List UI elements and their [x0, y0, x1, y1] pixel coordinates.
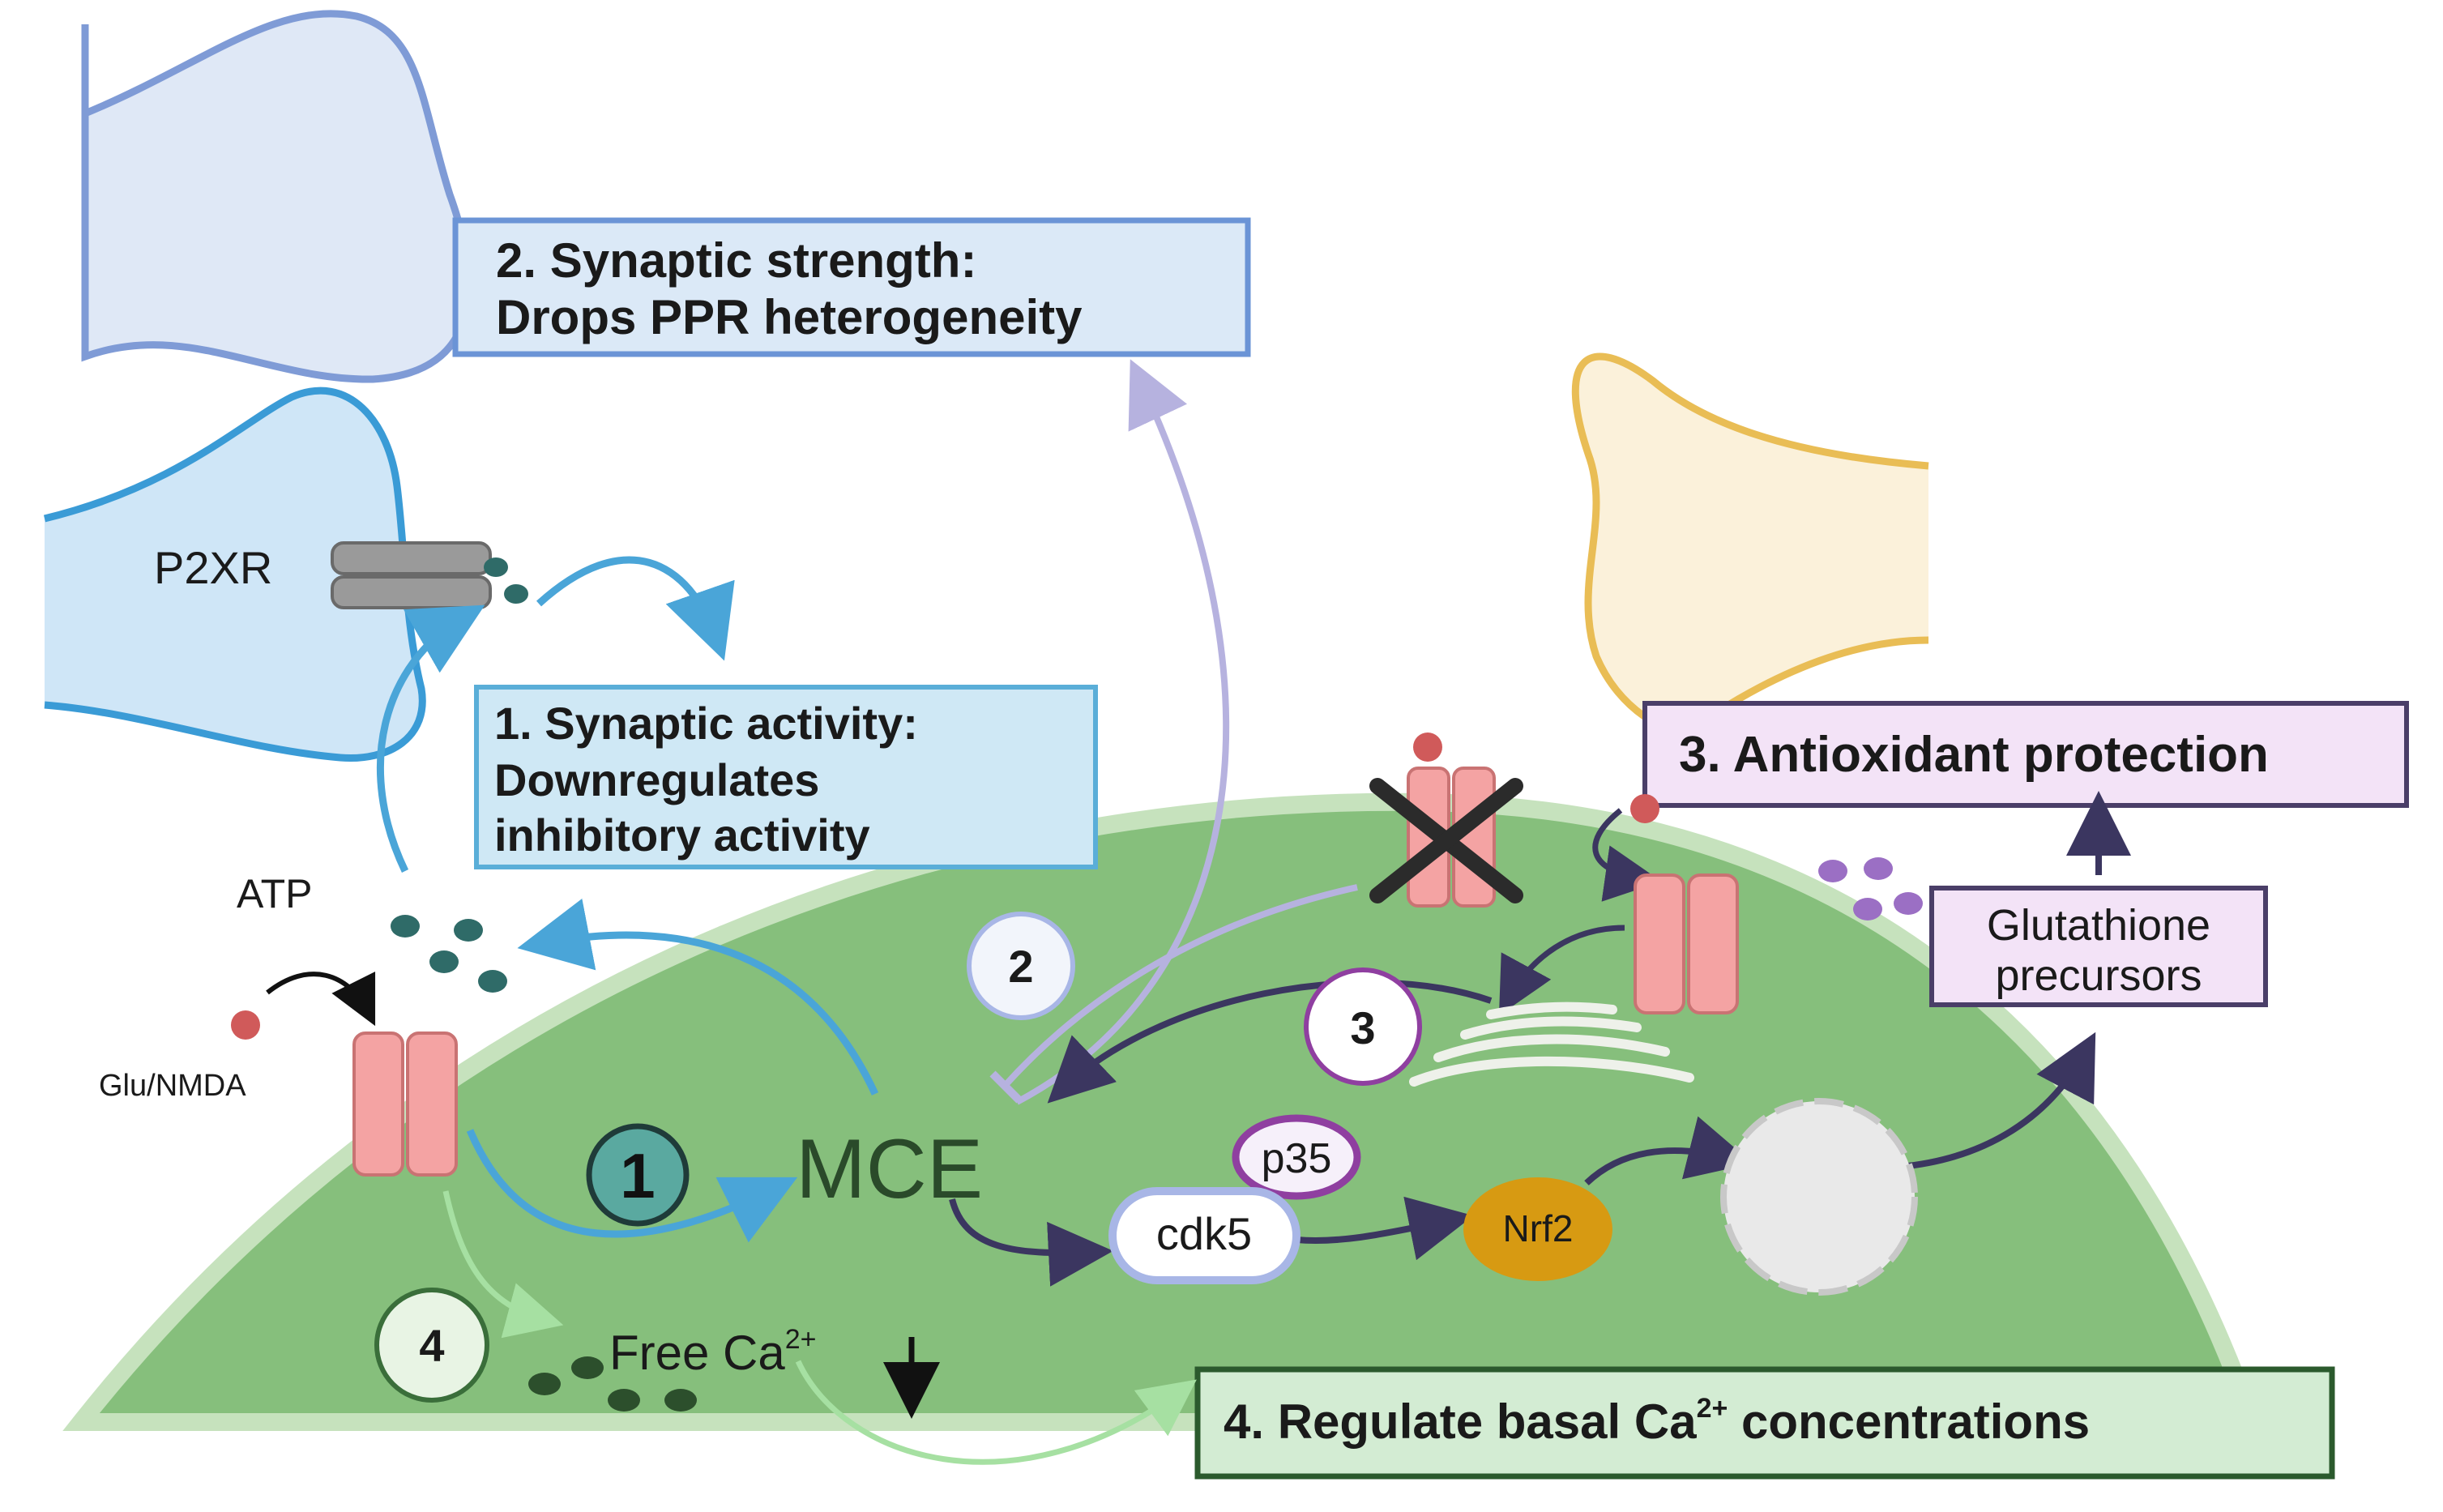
presynaptic-neuron-lavender [81, 10, 472, 383]
calcium-ions [528, 1356, 697, 1412]
cross-icon [1369, 778, 1523, 903]
step-marker-1 [586, 1123, 690, 1227]
step-marker-3 [1304, 967, 1422, 1086]
box1-line2: Downregulates [494, 754, 819, 805]
step-marker-2-label: 2 [1008, 941, 1033, 992]
label-p2xr: P2XR [154, 542, 272, 593]
box-regulate-basal-ca [1194, 1366, 2335, 1480]
arrow-receptor-to-mce [466, 1129, 798, 1243]
label-nrf2: Nrf2 [1503, 1207, 1574, 1249]
box1-line3: inhibitory activity [494, 809, 870, 861]
box3-text: 3. Antioxidant protection [1679, 727, 2269, 783]
label-cdk5: cdk5 [1156, 1208, 1252, 1259]
glutathione-molecules [1818, 857, 1923, 920]
nmda-receptor-icon [352, 1031, 458, 1177]
arrow-nrf2-to-nucleus [1584, 1116, 1753, 1185]
arrow-er-to-mce [1047, 979, 1493, 1104]
arrow-glu-to-receptor [266, 972, 376, 1027]
box2-line1: 2. Synaptic strength: [496, 233, 976, 288]
box4-text: 4. Regulate basal Ca2+ concentrations [1224, 1393, 2090, 1449]
label-glu-nmda: Glu/NMDA [99, 1069, 246, 1103]
box-glutathione-precursors [1929, 886, 2268, 1007]
label-glutathione-line2: precursors [1995, 951, 2202, 1000]
arrow-atp-to-p2xr [376, 604, 485, 873]
box-synaptic-strength [452, 217, 1251, 357]
arrow-receptor-to-free-ca [442, 1190, 564, 1339]
step-marker-2 [967, 912, 1075, 1020]
label-atp: ATP [237, 871, 313, 916]
nucleus-icon [1720, 1098, 1918, 1296]
glutamate-molecules [231, 733, 1659, 1040]
inhibit-crossed-receptor-to-mce [1002, 884, 1358, 1088]
arrow-receptor-to-er [1498, 925, 1625, 1016]
label-glutathione-line1: Glutathione [1987, 901, 2210, 950]
arrow-mce-to-cdk5 [949, 1198, 1113, 1287]
arrow-cdk5-to-nrf2 [1296, 1196, 1474, 1261]
arrow-free-ca-to-box4 [795, 1360, 1197, 1465]
atp-molecules [391, 557, 528, 993]
p35-node [1232, 1114, 1361, 1200]
nrf2-node [1463, 1177, 1612, 1281]
arrow-p2xr-to-activity [536, 556, 735, 661]
step-marker-4 [374, 1288, 489, 1403]
step-marker-4-label: 4 [419, 1320, 444, 1371]
cdk5-node [1108, 1187, 1301, 1284]
endoplasmic-reticulum-icon [1409, 1002, 1694, 1087]
neuron-yellow [1571, 352, 1929, 737]
box2-line2: Drops PPR heterogeneity [496, 290, 1083, 344]
box1-line1: 1. Synaptic activity: [494, 698, 918, 749]
arrow-dot-to-receptor [1592, 808, 1662, 902]
box-synaptic-activity [474, 685, 1098, 869]
step-marker-1-label: 1 [620, 1140, 655, 1211]
arrow-mce-to-atp [517, 898, 879, 1096]
label-mce: MCE [796, 1122, 983, 1216]
arrow-nucleus-to-glutathione [1899, 1031, 2096, 1170]
receptor-right-icon [1634, 873, 1739, 1014]
inhibit-bar [989, 1070, 1023, 1104]
step-marker-3-label: 3 [1350, 1002, 1375, 1053]
label-p35: p35 [1262, 1135, 1332, 1182]
p2xr-channel-icon [331, 541, 492, 609]
label-free-ca: Free Ca2+ [609, 1324, 817, 1380]
box-antioxidant-protection [1642, 701, 2409, 808]
